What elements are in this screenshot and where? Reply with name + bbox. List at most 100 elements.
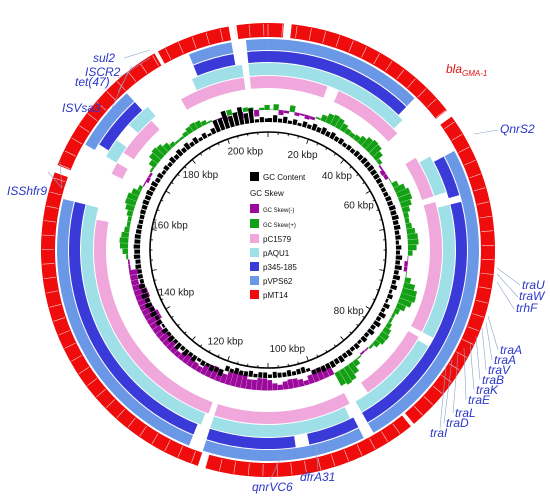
- gc-skew-bar: [388, 178, 392, 184]
- gc-content-bar: [205, 362, 211, 368]
- backbone-tick: [217, 354, 220, 358]
- gc-content-bar: [254, 119, 260, 123]
- gene-label-traa-2: traA: [494, 353, 516, 367]
- gc-content-bar: [134, 249, 141, 254]
- gc-content-bar: [311, 123, 318, 131]
- pmt14-gene-boundary: [64, 150, 76, 157]
- gc-skew-bar: [219, 373, 228, 384]
- gc-content-bar: [390, 284, 398, 291]
- backbone-tick: [184, 331, 187, 334]
- pmt14-gene-boundary: [248, 24, 251, 37]
- gc-skew-bar: [407, 244, 417, 251]
- pmt14-gene-boundary: [449, 363, 460, 371]
- gc-content-bar: [268, 118, 273, 123]
- gc-skew-bar: [225, 109, 233, 116]
- backbone-tick: [325, 147, 328, 151]
- gc-skew-bar: [315, 116, 321, 121]
- gc-skew-bar: [348, 132, 356, 139]
- backbone-ticks: [150, 132, 386, 368]
- gc-content-bar: [258, 372, 263, 378]
- leader-line: [443, 359, 453, 424]
- pmt14-gene-boundary: [233, 461, 236, 474]
- gc-content-bar: [259, 117, 264, 123]
- track-pc1579-segment: [181, 77, 246, 110]
- track-pc1579-segment: [333, 91, 398, 142]
- backbone-tick: [153, 219, 157, 221]
- gc-skew-bar: [148, 172, 153, 179]
- gc-content-bar: [137, 269, 143, 274]
- gc-content-bar: [306, 124, 312, 130]
- gc-skew-bar: [343, 364, 357, 381]
- gc-skew-bar: [149, 166, 155, 173]
- pmt14-gene-boundary: [96, 102, 107, 111]
- pmt14-gene-boundary: [281, 24, 283, 37]
- pmt14-gene-boundary: [369, 438, 376, 450]
- track-p345-185-segment: [362, 201, 468, 423]
- gc-content-bar: [217, 368, 224, 377]
- leader-line: [496, 273, 519, 298]
- gc-skew-bar: [405, 271, 408, 278]
- gc-content-bar: [272, 115, 278, 123]
- pmt14-gene-boundary: [234, 26, 237, 39]
- gc-skew-bar: [130, 279, 140, 286]
- backbone-tick: [379, 219, 383, 221]
- gc-content-bar: [380, 187, 387, 193]
- gc-skew-bar: [348, 361, 360, 375]
- gene-label-trad: traD: [446, 416, 469, 430]
- track-pvps62-segment: [202, 428, 364, 461]
- gc-content-bar: [166, 331, 172, 337]
- gc-content-bar: [133, 244, 141, 249]
- gc-skew-bar: [385, 322, 393, 330]
- pmt14-gene-boundary: [427, 98, 437, 108]
- pmt14-gene-boundary: [43, 220, 56, 223]
- gc-skew-bar: [261, 378, 268, 391]
- gc-skew-bar: [407, 255, 409, 262]
- gc-skew-bar: [128, 268, 140, 276]
- track-pmt14-segment: [57, 53, 162, 171]
- pmt14-gene-boundary: [219, 29, 224, 41]
- gene-label-tet47: tet(47): [75, 75, 110, 89]
- gc-skew-bar: [297, 378, 305, 387]
- gc-skew-bar: [325, 113, 335, 125]
- gc-skew-bar: [142, 181, 147, 187]
- gc-skew-bar: [402, 282, 416, 291]
- gc-skew-bar: [404, 217, 410, 224]
- pmt14-gene-boundary: [481, 230, 494, 233]
- pmt14-gene-boundary: [53, 317, 66, 322]
- gc-skew-bar: [235, 371, 244, 388]
- gc-content-bar: [268, 374, 273, 378]
- gc-content-bar: [139, 214, 145, 220]
- gc-content-bar: [238, 370, 244, 376]
- legend-swatch-gc-skew-neg: [250, 204, 259, 213]
- pmt14-gene-boundary: [469, 173, 481, 179]
- gc-skew-bar: [379, 331, 390, 341]
- pmt14-gene-boundary: [335, 35, 340, 48]
- track-pmt14-segment: [290, 24, 447, 119]
- backbone-tick: [165, 306, 171, 310]
- gc-content-bar: [179, 345, 186, 352]
- track-pc1579-segment: [123, 120, 160, 160]
- gc-skew-bar: [397, 193, 413, 203]
- track-paqu1-segment: [210, 407, 350, 438]
- backbone-tick: [306, 356, 309, 362]
- gc-skew-bar: [185, 126, 194, 135]
- gc-content-bar: [248, 370, 254, 378]
- pmt14-gene-boundary: [177, 446, 183, 458]
- gc-content-bar: [187, 351, 194, 358]
- backbone-tick: [177, 323, 180, 327]
- gc-skew-bar: [359, 350, 365, 356]
- leader-line: [439, 365, 447, 429]
- pmt14-gene-boundary: [473, 187, 486, 192]
- gc-content-bar: [168, 156, 177, 164]
- track-p345-185-segment: [193, 54, 236, 76]
- pmt14-gene-boundary: [322, 31, 327, 44]
- pmt14-gene-boundary: [403, 415, 412, 425]
- gc-skew-bar: [272, 383, 278, 391]
- track-paqu1-segment: [355, 340, 429, 412]
- track-pvps62-segment: [85, 93, 135, 150]
- gc-skew-bar: [404, 260, 409, 267]
- gc-skew-bar: [125, 203, 135, 212]
- gc-content-bar: [291, 370, 297, 376]
